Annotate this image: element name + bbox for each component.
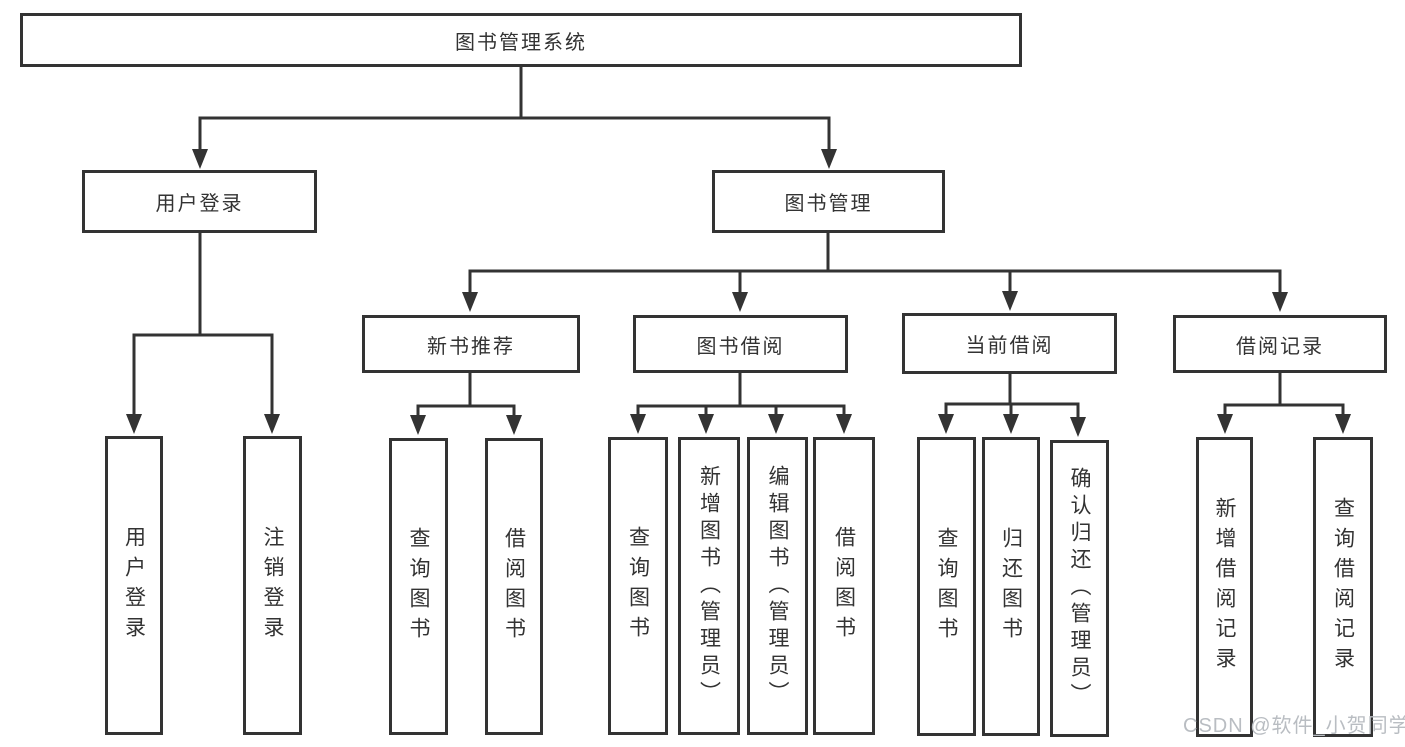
- leaf-logout-label: 注销登录: [261, 525, 284, 646]
- node-borrow-record-label: 借阅记录: [1236, 335, 1324, 358]
- leaf-confirm-return-admin: 确认归还（管理员）: [1050, 440, 1109, 737]
- node-user-login: 用户登录: [82, 170, 317, 233]
- leaf-query-borrow-record: 查询借阅记录: [1313, 437, 1373, 737]
- leaf-borrow-book-2: 借阅图书: [813, 437, 875, 735]
- leaf-query-book-1-label: 查询图书: [407, 526, 430, 647]
- leaf-user-login-label: 用户登录: [122, 525, 146, 646]
- leaf-edit-book-admin: 编辑图书（管理员）: [747, 437, 808, 735]
- leaf-query-book-2-label: 查询图书: [626, 526, 650, 646]
- node-new-book-recommend: 新书推荐: [362, 315, 580, 373]
- leaf-query-book-3: 查询图书: [917, 437, 976, 736]
- node-borrow-record: 借阅记录: [1173, 315, 1387, 373]
- leaf-confirm-return-admin-label: 确认归还（管理员）: [1068, 467, 1091, 710]
- leaf-return-book: 归还图书: [982, 437, 1040, 736]
- leaf-user-login: 用户登录: [105, 436, 163, 735]
- leaf-edit-book-admin-label: 编辑图书（管理员）: [766, 464, 789, 708]
- csdn-watermark: CSDN @软件_小贺同学: [1183, 715, 1405, 737]
- leaf-borrow-book-1: 借阅图书: [485, 438, 543, 735]
- leaf-query-book-3-label: 查询图书: [935, 526, 958, 647]
- leaf-add-book-admin-label: 新增图书（管理员）: [697, 464, 721, 708]
- leaf-query-book-2: 查询图书: [608, 437, 668, 735]
- node-current-borrow-label: 当前借阅: [965, 335, 1054, 357]
- leaf-query-book-1: 查询图书: [389, 438, 448, 735]
- node-new-book-recommend-label: 新书推荐: [427, 335, 515, 358]
- leaf-query-borrow-record-label: 查询借阅记录: [1331, 497, 1355, 677]
- leaf-borrow-book-1-label: 借阅图书: [502, 526, 526, 647]
- node-root-label: 图书管理系统: [455, 31, 587, 54]
- leaf-logout: 注销登录: [243, 436, 302, 735]
- node-book-borrow-label: 图书借阅: [696, 335, 785, 358]
- node-user-login-label: 用户登录: [155, 193, 244, 215]
- leaf-borrow-book-2-label: 借阅图书: [832, 526, 856, 646]
- leaf-return-book-label: 归还图书: [999, 526, 1023, 647]
- node-current-borrow: 当前借阅: [902, 313, 1117, 374]
- leaf-add-borrow-record: 新增借阅记录: [1196, 437, 1253, 737]
- node-root: 图书管理系统: [20, 13, 1022, 67]
- node-book-management: 图书管理: [712, 170, 945, 233]
- leaf-add-borrow-record-label: 新增借阅记录: [1213, 497, 1236, 677]
- node-book-management-label: 图书管理: [784, 193, 873, 215]
- node-book-borrow: 图书借阅: [633, 315, 848, 373]
- leaf-add-book-admin: 新增图书（管理员）: [678, 437, 740, 735]
